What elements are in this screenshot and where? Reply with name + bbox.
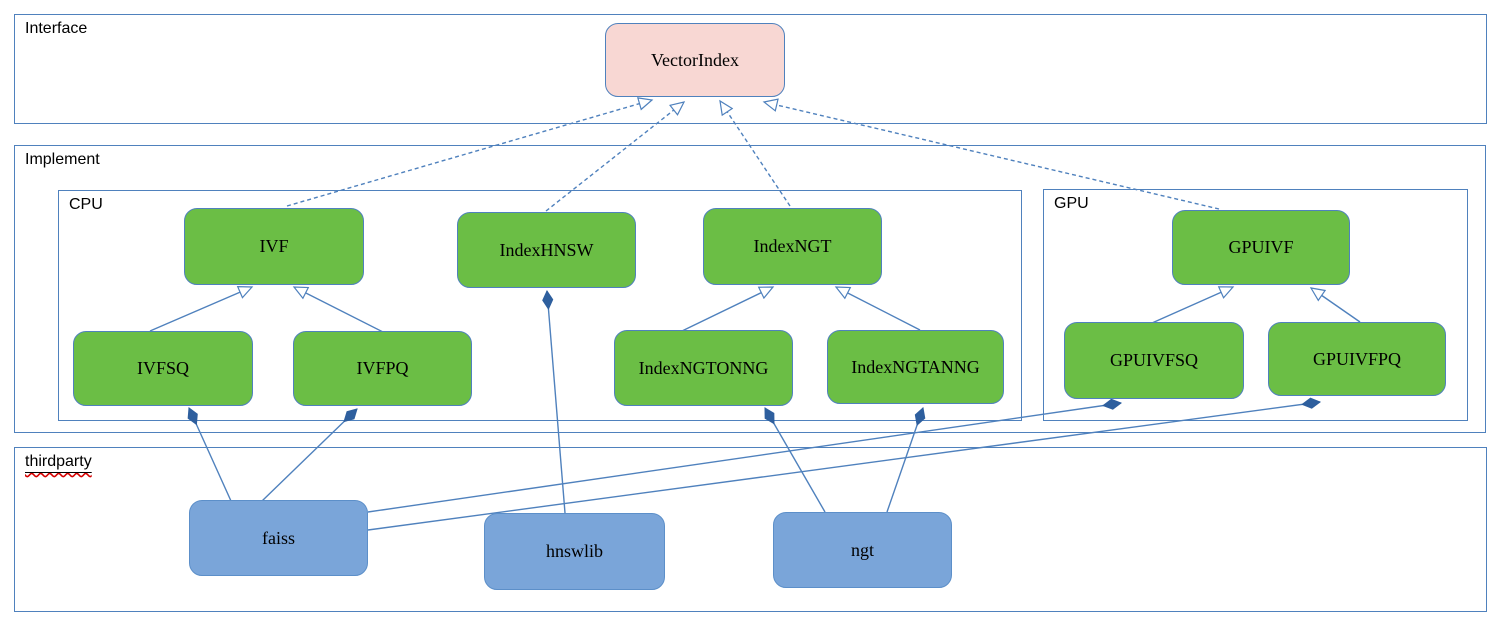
- node-indexngtonng-label: IndexNGTONNG: [638, 357, 769, 378]
- container-thirdparty-label-text: thirdparty: [25, 453, 92, 470]
- node-ngt: ngt: [773, 512, 952, 588]
- node-indexngtonng: IndexNGTONNG: [614, 330, 793, 406]
- container-cpu-label: CPU: [69, 196, 103, 213]
- node-indexhnsw: IndexHNSW: [457, 212, 636, 288]
- node-indexngtanng-label: IndexNGTANNG: [851, 356, 980, 377]
- node-ivf: IVF: [184, 208, 364, 285]
- node-gpuivf-label: GPUIVF: [1228, 237, 1294, 257]
- node-ivf-label: IVF: [259, 236, 289, 256]
- container-interface-label: Interface: [25, 20, 88, 37]
- node-faiss: faiss: [189, 500, 368, 576]
- node-ivfsq: IVFSQ: [73, 331, 253, 406]
- node-gpuivfpq: GPUIVFPQ: [1268, 322, 1446, 396]
- node-indexngt-label: IndexNGT: [753, 236, 832, 256]
- node-indexngtanng: IndexNGTANNG: [827, 330, 1004, 404]
- node-ngt-label: ngt: [850, 539, 874, 560]
- node-vectorindex: VectorIndex: [605, 23, 785, 97]
- node-gpuivf: GPUIVF: [1172, 210, 1350, 285]
- node-gpuivfsq: GPUIVFSQ: [1064, 322, 1244, 399]
- container-thirdparty-label: thirdparty: [25, 453, 92, 471]
- node-indexngt: IndexNGT: [703, 208, 882, 285]
- node-gpuivfsq-label: GPUIVFSQ: [1109, 350, 1199, 370]
- container-implement-label: Implement: [25, 151, 100, 168]
- node-indexhnsw-label: IndexHNSW: [499, 239, 594, 260]
- node-faiss-label: faiss: [262, 527, 295, 548]
- node-hnswlib-label: hnswlib: [545, 541, 603, 561]
- node-vectorindex-label: VectorIndex: [651, 49, 739, 70]
- node-ivfpq: IVFPQ: [293, 331, 472, 406]
- node-gpuivfpq-label: GPUIVFPQ: [1312, 348, 1402, 369]
- node-hnswlib: hnswlib: [484, 513, 665, 590]
- node-ivfsq-label: IVFSQ: [136, 358, 189, 378]
- container-gpu-label: GPU: [1054, 195, 1089, 212]
- node-ivfpq-label: IVFPQ: [356, 358, 409, 378]
